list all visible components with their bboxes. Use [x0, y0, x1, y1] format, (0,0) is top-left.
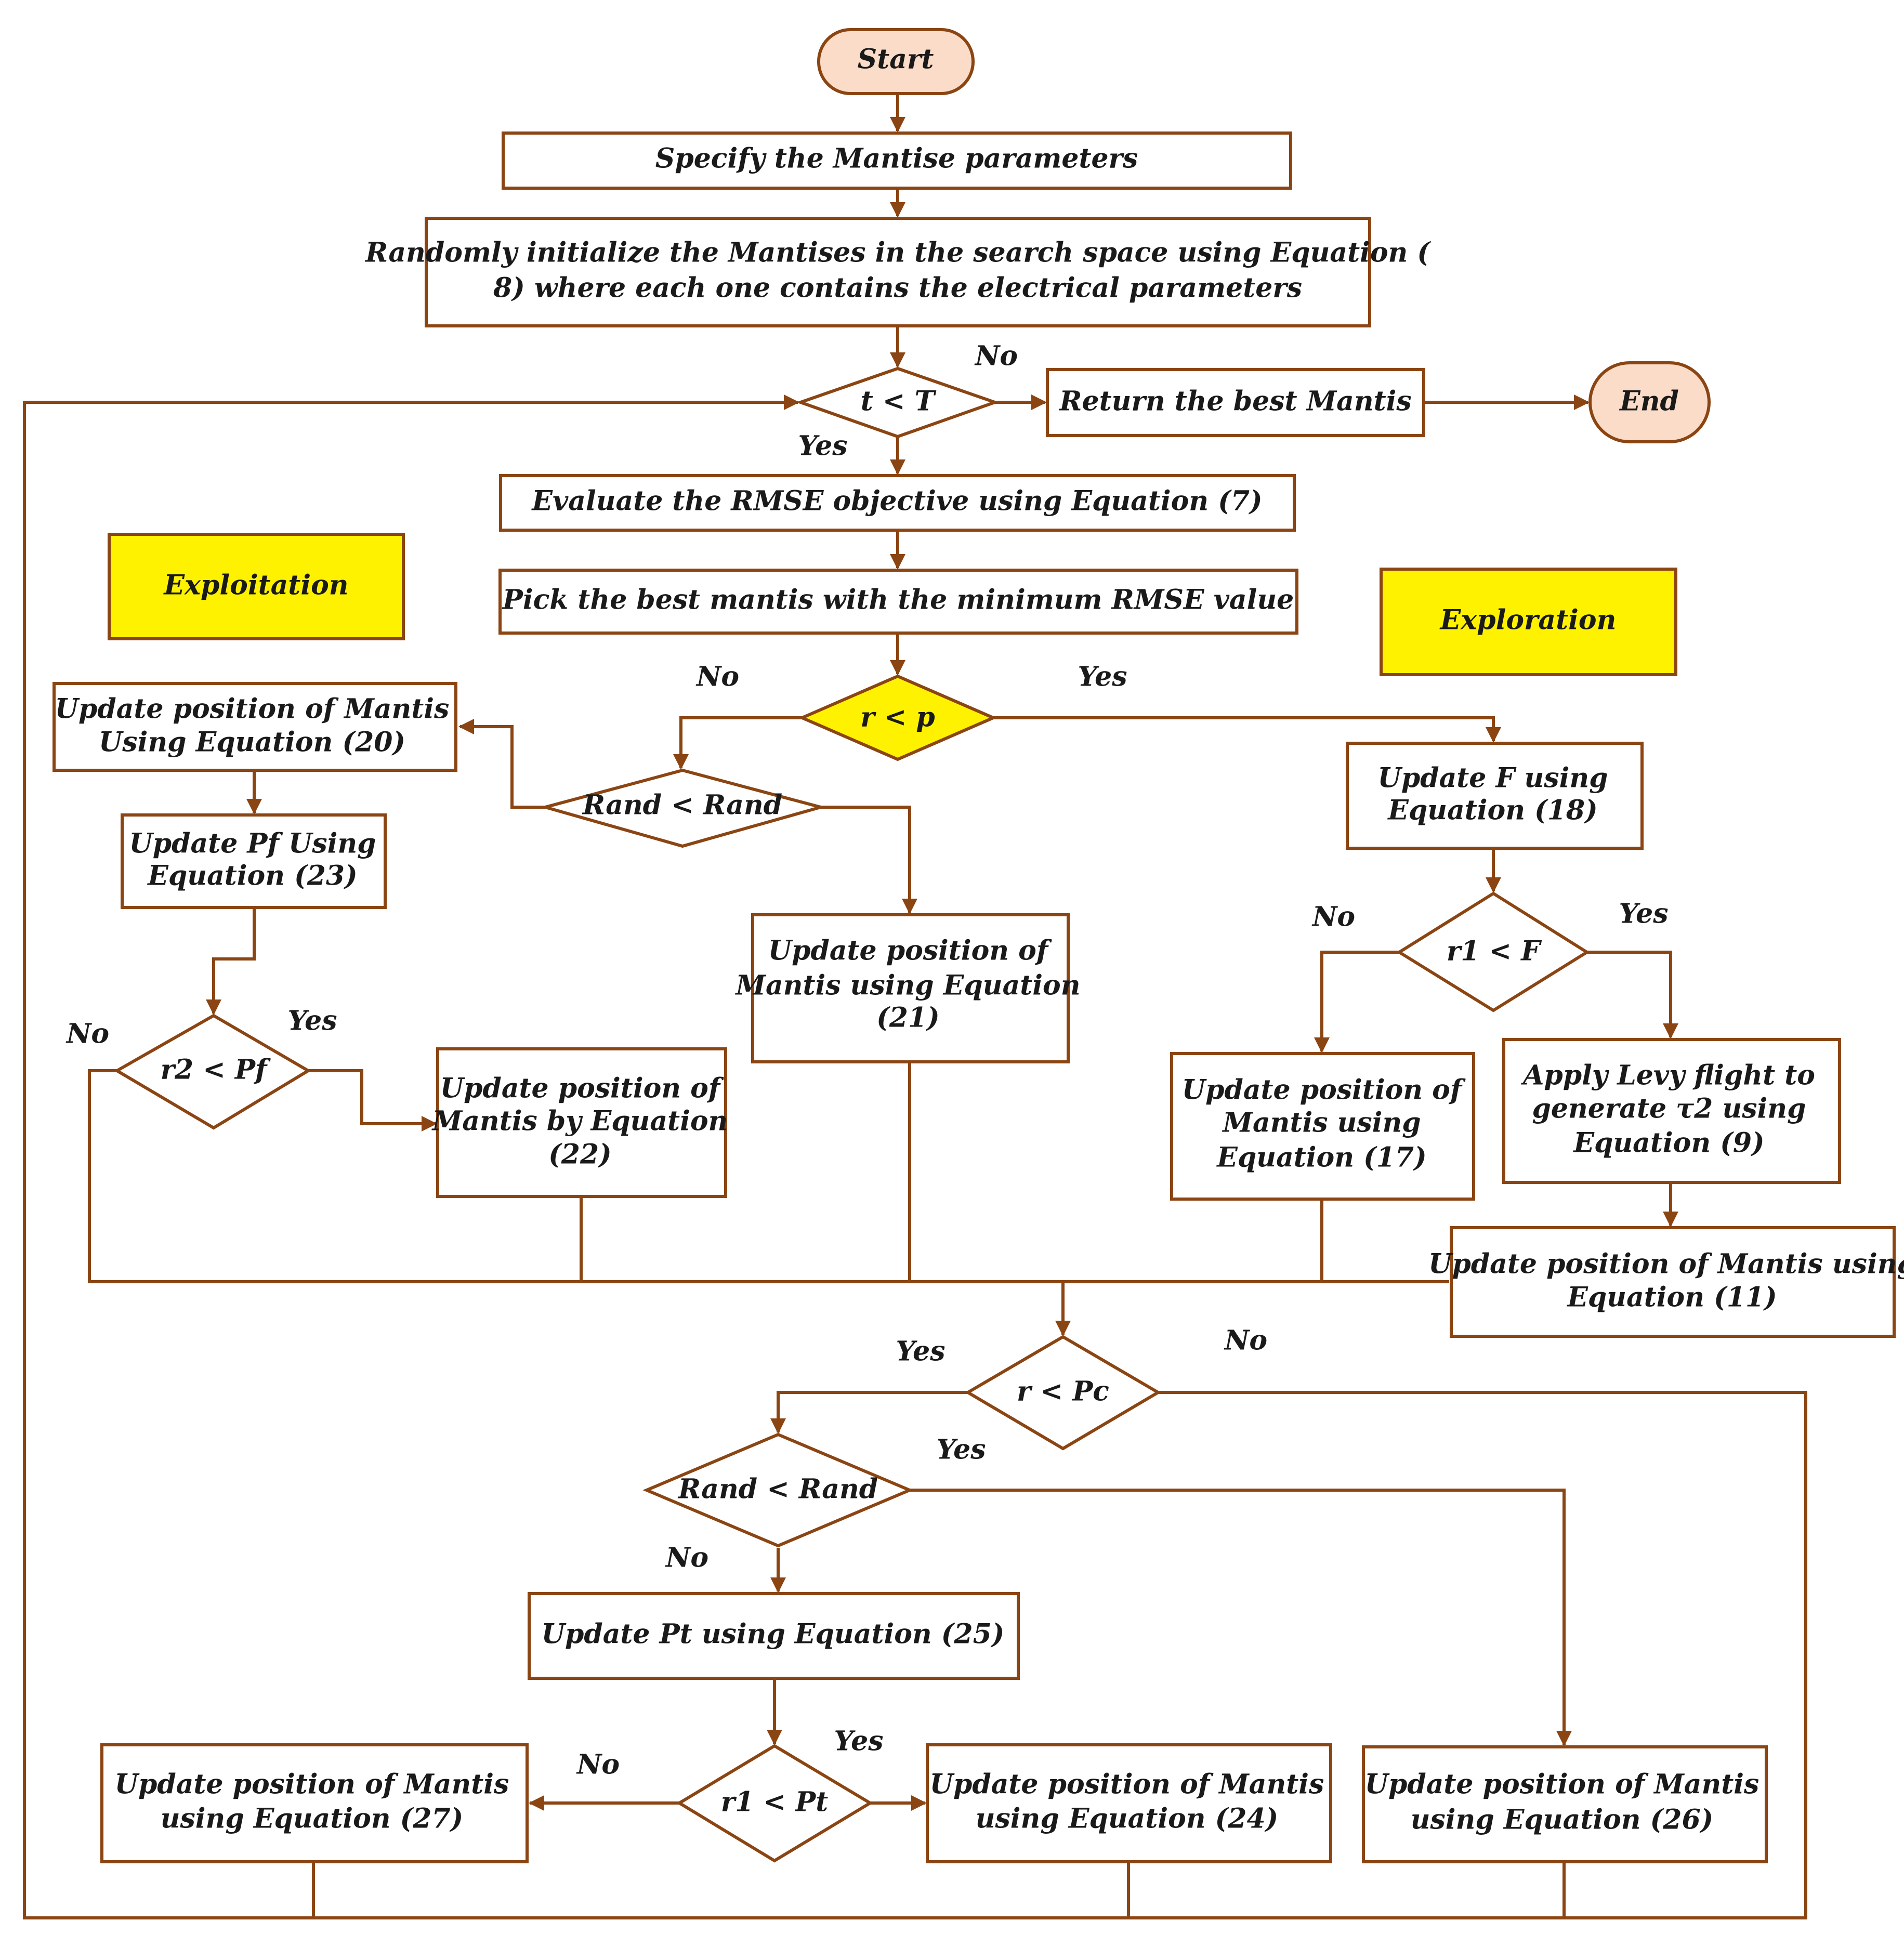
update-eq20-box: Update position of Mantis Using Equation…: [52, 682, 457, 772]
update-eq17-label-line3: Equation (17): [1216, 1142, 1426, 1174]
update-eq21-box: Update position of Mantis using Equation…: [734, 913, 1081, 1063]
edge-label-t-no: No: [974, 340, 1018, 372]
evaluate-rmse-label: Evaluate the RMSE objective using Equati…: [531, 485, 1262, 517]
edge-label-pc-no: No: [1224, 1325, 1267, 1357]
update-eq26-label-line2: using Equation (26): [1411, 1804, 1714, 1836]
decision-r1-lt-pt: r1 < Pt: [676, 1744, 873, 1863]
exploitation-tag: Exploitation: [108, 533, 405, 640]
decision-rand-lt-rand-1: Rand < Rand: [539, 768, 827, 848]
decision-r-lt-p: r < p: [798, 674, 997, 761]
decision-r1-lt-F: r1 < F: [1396, 891, 1590, 1012]
update-eq27-label-line1: Update position of Mantis: [115, 1769, 509, 1800]
update-pf-eq23-label-line2: Equation (23): [147, 860, 357, 892]
update-eq11-label-line2: Equation (11): [1566, 1282, 1777, 1313]
exploitation-label: Exploitation: [163, 570, 348, 601]
decision-r1-lt-pt-label: r1 < Pt: [721, 1786, 828, 1818]
edge-label-pc-yes: Yes: [896, 1336, 946, 1367]
levy-flight-box: Apply Levy flight to generate τ2 using E…: [1502, 1038, 1841, 1184]
edge-label-t-yes: Yes: [798, 430, 848, 462]
decision-r-lt-p-label: r < p: [860, 702, 935, 733]
edge-label-r2-no: No: [65, 1018, 109, 1050]
update-eq22-label-line1: Update position of: [440, 1073, 724, 1104]
update-pf-eq23-box: Update Pf Using Equation (23): [121, 813, 387, 909]
edge-label-pt-no: No: [576, 1749, 620, 1781]
update-f-eq18-box: Update F using Equation (18): [1346, 742, 1644, 850]
update-eq21-label-line2: Mantis using Equation: [734, 970, 1080, 1002]
levy-flight-label-line3: Equation (9): [1572, 1127, 1764, 1159]
decision-r-lt-pc: r < Pc: [965, 1335, 1161, 1451]
exploration-label: Exploration: [1439, 604, 1617, 636]
connectors: [23, 94, 1807, 1919]
decision-r1-lt-F-label: r1 < F: [1447, 936, 1542, 967]
edge-label-rp-no: No: [695, 661, 739, 693]
update-eq24-label-line2: using Equation (24): [976, 1803, 1279, 1835]
update-eq27-label-line2: using Equation (27): [161, 1803, 464, 1835]
update-eq20-label-line2: Using Equation (20): [99, 727, 405, 758]
edge-label-r2-yes: Yes: [288, 1005, 337, 1037]
decision-rand-lt-rand-2-label: Rand < Rand: [677, 1474, 878, 1505]
update-eq17-label-line1: Update position of: [1182, 1074, 1466, 1106]
levy-flight-label-line1: Apply Levy flight to: [1520, 1060, 1815, 1091]
update-eq27-box: Update position of Mantis using Equation…: [100, 1743, 529, 1863]
specify-parameters-box: Specify the Mantise parameters: [502, 131, 1292, 190]
update-eq21-label-line1: Update position of: [768, 935, 1052, 967]
specify-parameters-label: Specify the Mantise parameters: [655, 143, 1138, 175]
update-eq22-box: Update position of Mantis by Equation (2…: [431, 1047, 728, 1198]
edge-label-rand2-yes: Yes: [937, 1434, 986, 1466]
update-pt-eq25-label: Update Pt using Equation (25): [542, 1619, 1005, 1650]
exploration-tag: Exploration: [1380, 568, 1677, 676]
edge-label-rp-yes: Yes: [1078, 661, 1127, 693]
start-label: Start: [858, 44, 934, 75]
return-best-label: Return the best Mantis: [1058, 386, 1411, 417]
decision-r-lt-pc-label: r < Pc: [1017, 1376, 1109, 1407]
update-f-eq18-label-line2: Equation (18): [1387, 795, 1597, 826]
start-terminal: Start: [817, 28, 975, 95]
update-eq17-box: Update position of Mantis using Equation…: [1170, 1052, 1475, 1201]
update-eq26-label-line1: Update position of Mantis: [1365, 1769, 1759, 1800]
decision-r2-lt-pf-label: r2 < Pf: [161, 1054, 271, 1086]
edge-label-rand2-no: No: [665, 1542, 708, 1574]
update-eq11-box: Update position of Mantis using Equation…: [1428, 1226, 1904, 1338]
update-eq22-label-line2: Mantis by Equation: [431, 1106, 728, 1137]
update-eq11-label-line1: Update position of Mantis using: [1428, 1248, 1904, 1280]
evaluate-rmse-box: Evaluate the RMSE objective using Equati…: [499, 474, 1296, 532]
update-eq20-label-line1: Update position of Mantis: [55, 693, 450, 725]
update-eq24-box: Update position of Mantis using Equation…: [926, 1743, 1332, 1863]
end-terminal: End: [1588, 361, 1711, 443]
edge-label-r1f-yes: Yes: [1619, 898, 1669, 930]
decision-r2-lt-pf: r2 < Pf: [114, 1014, 311, 1130]
decision-rand-lt-rand-2: Rand < Rand: [642, 1432, 914, 1548]
pick-best-label: Pick the best mantis with the minimum RM…: [502, 584, 1294, 616]
update-eq21-label-line3: (21): [876, 1002, 940, 1034]
update-eq26-box: Update position of Mantis using Equation…: [1362, 1745, 1768, 1863]
update-eq22-label-line3: (22): [548, 1139, 612, 1170]
initialize-label-line1: Randomly initialize the Mantises in the …: [364, 237, 1431, 269]
initialize-label-line2: 8) where each one contains the electrica…: [493, 272, 1302, 304]
return-best-box: Return the best Mantis: [1046, 368, 1425, 437]
decision-t-lt-T-label: t < T: [861, 386, 937, 417]
update-f-eq18-label-line1: Update F using: [1378, 762, 1608, 794]
end-label: End: [1619, 386, 1679, 417]
initialize-box: Randomly initialize the Mantises in the …: [364, 217, 1431, 327]
pick-best-box: Pick the best mantis with the minimum RM…: [498, 569, 1298, 635]
update-pf-eq23-label-line1: Update Pf Using: [129, 828, 376, 860]
update-eq17-label-line2: Mantis using: [1222, 1107, 1421, 1139]
update-pt-eq25-box: Update Pt using Equation (25): [528, 1592, 1020, 1680]
levy-flight-label-line2: generate τ2 using: [1532, 1093, 1806, 1125]
update-eq24-label-line1: Update position of Mantis: [930, 1769, 1324, 1800]
edge-label-r1f-no: No: [1311, 901, 1355, 933]
edge-labels: No Yes No Yes No Yes No Yes Yes No Yes N…: [65, 340, 1669, 1781]
decision-rand-lt-rand-1-label: Rand < Rand: [582, 790, 782, 821]
decision-t-lt-T: t < T: [795, 366, 1000, 439]
edge-label-pt-yes: Yes: [834, 1726, 884, 1757]
